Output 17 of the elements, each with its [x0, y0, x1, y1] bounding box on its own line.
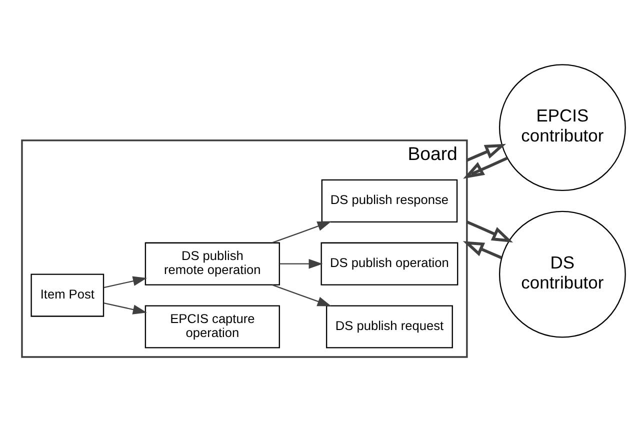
node-box: EPCIS capture operation [144, 304, 280, 348]
arrow [272, 220, 332, 243]
arrow [272, 284, 332, 306]
arrow [466, 143, 506, 162]
node-box: DS publish request [326, 304, 453, 348]
arrow [104, 302, 147, 314]
node-box: DS publish operation [320, 242, 458, 285]
node-box: DS publish response [321, 178, 458, 222]
node-box: DS publish remote operation [144, 242, 280, 285]
arrow [280, 258, 323, 268]
arrow [463, 156, 508, 178]
arrow [462, 240, 502, 259]
node-circle: EPCIS contributor [498, 64, 626, 191]
node-box: Item Post [30, 273, 104, 316]
node-circle: DS contributor [498, 210, 626, 338]
arrow [466, 220, 513, 242]
arrow [104, 276, 147, 288]
